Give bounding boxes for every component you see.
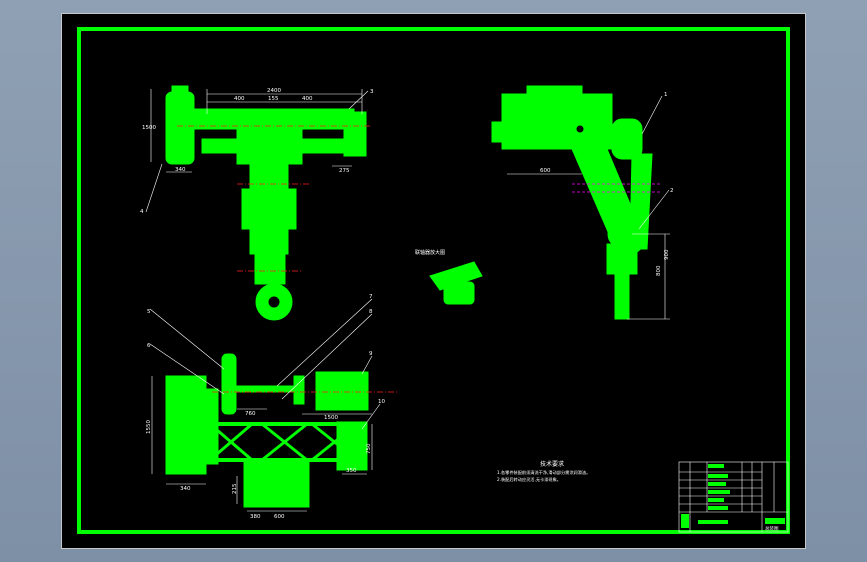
notes-title: 技术要求 xyxy=(540,460,564,468)
callout-2: 2 xyxy=(670,188,674,194)
callout-6: 6 xyxy=(147,343,151,349)
dim-side-bottom: 800 xyxy=(656,265,662,276)
bottom-view-dimensions xyxy=(149,298,381,512)
dim-bottom-right-base: 350 xyxy=(346,468,357,474)
top-view xyxy=(165,85,367,321)
side-view-dimensions xyxy=(507,95,670,320)
side-view-centerlines xyxy=(572,183,662,193)
callout-10: 10 xyxy=(378,399,385,405)
dim-bottom-right-low: 600 xyxy=(274,514,285,520)
dim-top-right: 400 xyxy=(302,96,313,102)
side-view xyxy=(491,85,653,320)
dim-bottom-shaft: 1500 xyxy=(324,415,338,421)
dim-bottom-right: 750 xyxy=(366,443,372,454)
title-block xyxy=(678,461,789,533)
callout-8: 8 xyxy=(369,309,373,315)
callout-9: 9 xyxy=(369,351,373,357)
drawing-sheet: 2400 400 155 400 1500 340 275 3 4 1 2 xyxy=(61,13,806,549)
dim-bottom-left-base: 340 xyxy=(180,486,191,492)
title-block-drawing-title: 总装图 xyxy=(765,525,779,532)
dim-side-right: 900 xyxy=(664,249,670,260)
dim-top-overall: 2400 xyxy=(267,88,281,94)
dim-top-side: 275 xyxy=(339,168,350,174)
dim-top-left: 400 xyxy=(234,96,245,102)
callout-5: 5 xyxy=(147,309,151,315)
dim-top-mid: 155 xyxy=(268,96,279,102)
dim-bottom-height: 215 xyxy=(232,483,238,494)
title-block-entries xyxy=(681,464,785,528)
dim-top-base: 340 xyxy=(175,167,186,173)
callout-1: 1 xyxy=(664,92,668,98)
detail-view xyxy=(429,261,483,305)
dim-bottom-mid: 760 xyxy=(245,411,256,417)
top-view-centerlines xyxy=(177,125,372,272)
dim-top-height: 1500 xyxy=(142,125,156,131)
inner-frame xyxy=(77,27,790,534)
callout-4: 4 xyxy=(140,209,144,215)
notes-line-2: 2.装配后转动应灵活,无卡滞现象。 xyxy=(497,476,561,483)
callout-3: 3 xyxy=(370,89,374,95)
bottom-view xyxy=(165,353,369,508)
detail-label: 联轴器放大图 xyxy=(415,249,445,256)
top-view-dimensions xyxy=(145,89,369,213)
cad-drawing: 2400 400 155 400 1500 340 275 3 4 1 2 xyxy=(77,27,790,534)
dim-bottom-left-height: 1550 xyxy=(146,420,152,434)
callout-7: 7 xyxy=(369,294,373,300)
notes-line-1: 1.各零件装配前须清洗干净,滑动部分需涂润滑油。 xyxy=(497,469,590,476)
dim-bottom-left-low: 380 xyxy=(250,514,261,520)
dim-side-left: 600 xyxy=(540,168,551,174)
